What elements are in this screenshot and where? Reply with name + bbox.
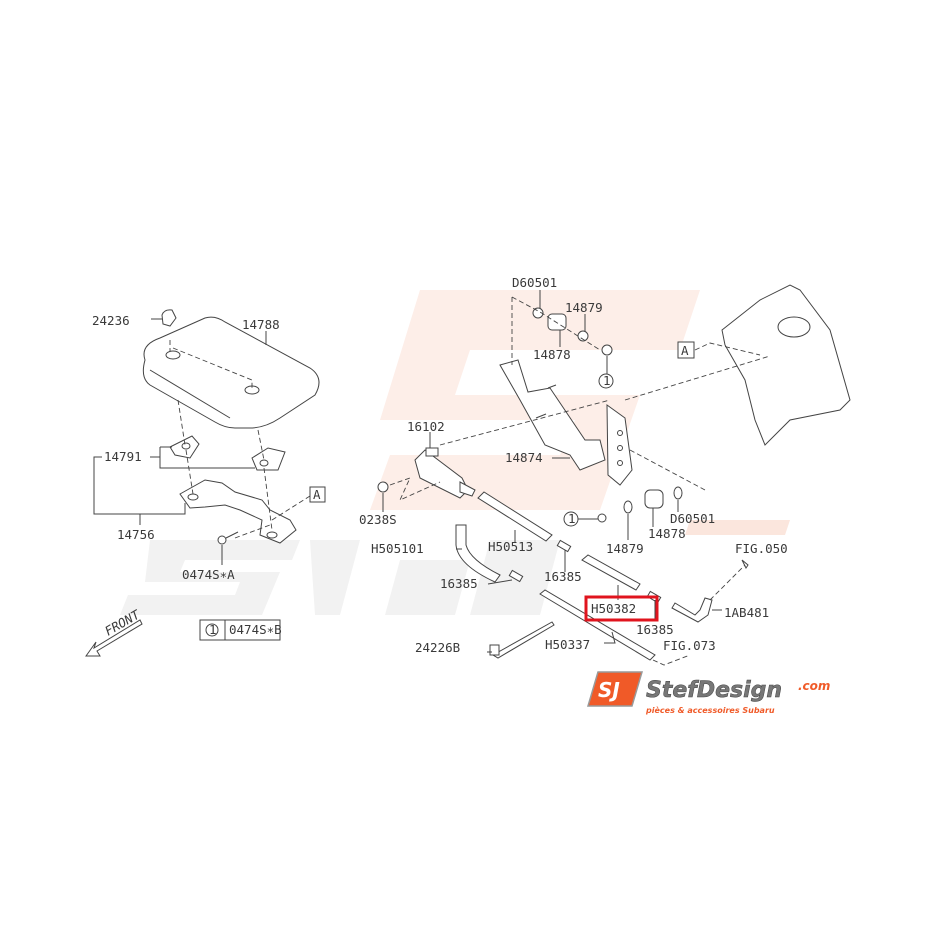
label-14788: 14788 <box>242 317 280 332</box>
legend-part: 0474S∗B <box>229 622 282 637</box>
label-16385-right: 16385 <box>636 622 674 637</box>
circle-ref-1-bottom: 1 <box>568 511 576 526</box>
logo-mark <box>586 671 644 707</box>
solenoid-assembly: 1 D60501 14879 14878 A 16102 14874 0238S… <box>359 275 851 666</box>
part-14756-bracket <box>179 479 297 544</box>
label-14878-bottom: 14878 <box>648 526 686 541</box>
logo-tagline: pièces & accessoires Subaru <box>645 705 775 715</box>
part-14878-bushing-top <box>547 313 567 331</box>
watermark-name-shape <box>120 540 300 615</box>
part-0474S-screw <box>217 535 227 545</box>
logo-domain: .com <box>798 679 830 693</box>
circle-ref-1-top: 1 <box>603 373 611 388</box>
part-16385-connector-a <box>556 539 572 553</box>
label-FIG073[interactable]: FIG.073 <box>663 638 716 653</box>
label-H50337: H50337 <box>545 637 590 652</box>
label-H50513: H50513 <box>488 539 533 554</box>
label-14791: 14791 <box>104 449 142 464</box>
label-16385-mid: 16385 <box>544 569 582 584</box>
heat-shield-assembly: A 24236 14788 14791 14756 0474S∗A 1 0474… <box>85 309 326 657</box>
logo-mark-text: SJ <box>598 678 620 702</box>
legend-number: 1 <box>209 622 217 637</box>
ref-box-a-right <box>677 341 695 359</box>
watermark-name-shape-2 <box>310 540 560 615</box>
front-arrow: FRONT <box>85 606 143 657</box>
label-FIG050[interactable]: FIG.050 <box>735 541 788 556</box>
label-14756: 14756 <box>117 527 155 542</box>
label-16102: 16102 <box>407 419 445 434</box>
ref-label-a-right: A <box>681 343 689 358</box>
label-14878-top: 14878 <box>533 347 571 362</box>
part-24236-clip <box>161 309 177 327</box>
label-16385-left: 16385 <box>440 576 478 591</box>
part-H505101-hose <box>455 524 501 583</box>
label-0474S-A: 0474S∗A <box>182 567 235 582</box>
watermark-domain-shape <box>685 520 790 535</box>
part-24226B-tie <box>492 621 555 659</box>
part-14878-bushing-bottom <box>644 489 664 509</box>
part-H50382-hose <box>581 554 641 591</box>
label-D60501-bottom: D60501 <box>670 511 715 526</box>
label-0238S: 0238S <box>359 512 397 527</box>
legend-box: 1 0474S∗B <box>199 619 282 641</box>
label-24236: 24236 <box>92 313 130 328</box>
highlight-box-H50382 <box>584 595 659 622</box>
label-H50382: H50382 <box>591 601 636 616</box>
part-16385-connector-b <box>508 569 524 583</box>
label-14879-top: 14879 <box>565 300 603 315</box>
part-0238S-nut <box>377 481 389 493</box>
part-H50513-hose <box>477 491 553 542</box>
ref-label-a-left: A <box>313 487 321 502</box>
label-14879-bottom: 14879 <box>606 541 644 556</box>
label-1AB481: 1AB481 <box>724 605 769 620</box>
label-14874: 14874 <box>505 450 543 465</box>
part-right-shield <box>721 284 851 446</box>
ref-box-a-left <box>309 486 326 503</box>
part-14788-cover <box>142 316 320 429</box>
logo-name: StefDesign <box>646 678 782 703</box>
label-24226B: 24226B <box>415 640 460 655</box>
part-1AB481-elbow <box>671 597 713 623</box>
label-H505101: H505101 <box>371 541 424 556</box>
label-D60501-top: D60501 <box>512 275 557 290</box>
stefdesign-logo: SJ StefDesign .com pièces & accessoires … <box>586 671 830 715</box>
